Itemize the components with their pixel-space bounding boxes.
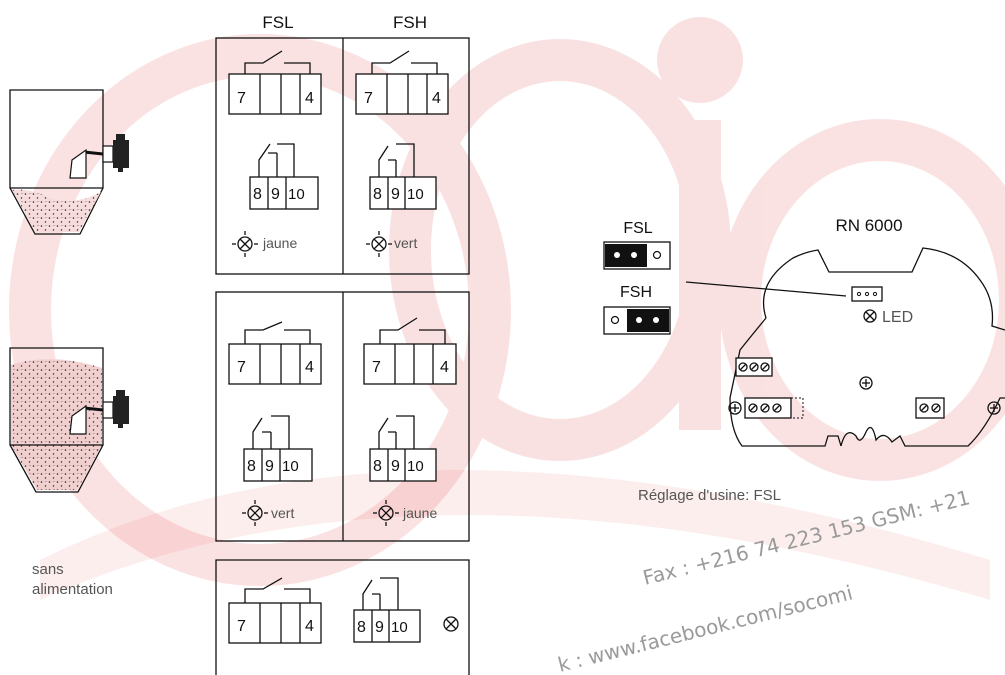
jumper-leader-line (685, 281, 847, 297)
relay-8-9-10-fsl: 8 9 10 (243, 415, 313, 482)
relay-8-9-10-fsh: 8 9 10 (369, 415, 437, 482)
terminal-9: 9 (391, 186, 400, 203)
no-power-caption-line2: alimentation (32, 581, 113, 598)
relay-8-9-10: 8 9 10 (353, 577, 421, 643)
terminal-7: 7 (372, 359, 381, 376)
silo-high-level (9, 347, 104, 493)
jumper-fsh-label: FSH (620, 284, 652, 301)
lamp-lit-icon (232, 231, 258, 257)
terminal-8: 8 (373, 458, 382, 475)
panel-high-level: 7 4 8 9 10 vert 7 4 (215, 291, 470, 542)
terminal-7: 7 (237, 90, 246, 107)
level-sensor-high (69, 390, 129, 435)
terminal-10: 10 (288, 186, 305, 203)
lamp-lit-icon (366, 231, 392, 257)
terminal-4: 4 (305, 618, 314, 635)
relay-8-9-10-fsl: 8 9 10 (249, 143, 319, 210)
terminal-block-3 (735, 357, 773, 377)
terminal-8: 8 (253, 186, 262, 203)
terminal-9: 9 (391, 458, 400, 475)
header-fsh: FSH (393, 13, 427, 32)
panel-low-level: 7 4 8 9 10 jaune 7 4 (215, 37, 470, 275)
watermark-logo (9, 17, 1005, 586)
terminal-7: 7 (364, 90, 373, 107)
terminal-7: 7 (237, 618, 246, 635)
jumper-fsh (603, 306, 671, 335)
model-label: RN 6000 (835, 216, 902, 235)
terminal-4: 4 (305, 359, 314, 376)
lamp-label: jaune (402, 505, 437, 521)
factory-setting-label: Réglage d'usine: FSL (638, 487, 781, 504)
lamp-label: jaune (262, 235, 297, 251)
led-icon (863, 309, 877, 323)
terminal-8: 8 (357, 619, 366, 636)
relay-7-4: 7 4 (228, 577, 322, 644)
terminal-9: 9 (375, 619, 384, 636)
silo-low-level (9, 89, 104, 235)
lamp-lit-icon (373, 500, 399, 526)
terminal-4: 4 (440, 359, 449, 376)
lamp-label: vert (394, 235, 417, 251)
relay-8-9-10-fsh: 8 9 10 (369, 143, 437, 210)
terminal-8: 8 (373, 186, 382, 203)
terminal-10: 10 (391, 619, 408, 636)
watermark-facebook: k : www.facebook.com/socomi (555, 580, 855, 675)
terminal-9: 9 (265, 458, 274, 475)
terminal-7: 7 (237, 359, 246, 376)
lamp-lit-icon (242, 500, 268, 526)
watermark-swoosh (40, 470, 990, 600)
led-header (851, 286, 883, 302)
jumper-fsl (603, 241, 671, 270)
level-sensor-low (69, 134, 129, 179)
terminal-10: 10 (407, 186, 424, 203)
screw-icon (728, 376, 1001, 415)
terminal-9: 9 (271, 186, 280, 203)
terminal-4: 4 (305, 90, 314, 107)
no-power-caption-line1: sans (32, 561, 64, 578)
header-fsl: FSL (262, 13, 293, 32)
led-label: LED (882, 309, 913, 326)
terminal-block-main (744, 397, 804, 419)
panel-no-power: 7 4 8 9 10 (215, 559, 470, 675)
relay-7-4-fsl: 7 4 (228, 50, 322, 115)
terminal-4: 4 (432, 90, 441, 107)
terminal-8: 8 (247, 458, 256, 475)
jumper-fsl-label: FSL (623, 220, 652, 237)
lamp-off-icon (443, 616, 459, 632)
terminal-10: 10 (407, 458, 424, 475)
board-outline (729, 247, 1005, 447)
lamp-label: vert (271, 505, 294, 521)
terminal-block-2 (915, 397, 945, 419)
relay-7-4-fsl: 7 4 (228, 321, 322, 385)
terminal-10: 10 (282, 458, 299, 475)
relay-7-4-fsh: 7 4 (355, 50, 449, 115)
relay-7-4-fsh: 7 4 (363, 317, 457, 385)
